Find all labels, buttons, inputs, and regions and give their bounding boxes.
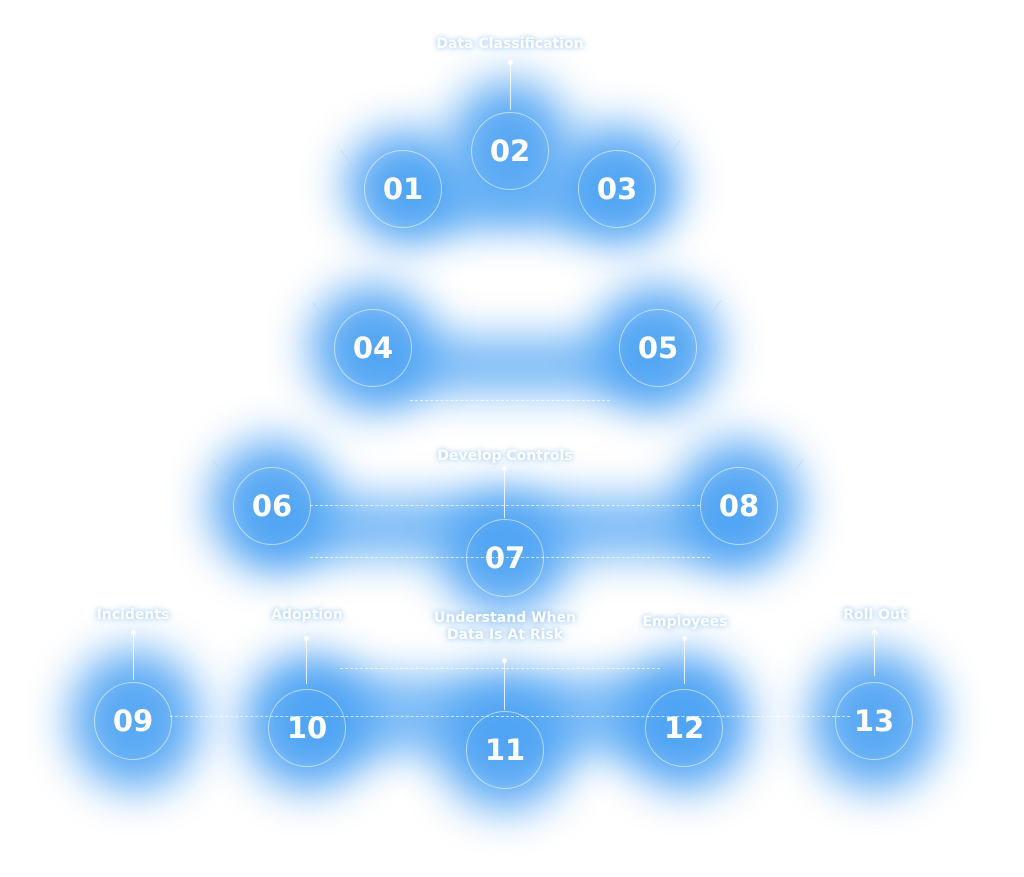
- step-node-02[interactable]: 02: [471, 112, 549, 190]
- step-node-11[interactable]: 11: [466, 711, 544, 789]
- step-node-13[interactable]: 13: [835, 682, 913, 760]
- step-node-10[interactable]: 10: [268, 689, 346, 767]
- label-dot: [131, 630, 136, 635]
- step-label-11: Understand When Data Is At Risk: [434, 610, 576, 643]
- label-dot: [502, 658, 507, 663]
- step-label-13: Roll Out: [843, 607, 907, 623]
- connector-line: [340, 668, 660, 669]
- step-node-08[interactable]: 08: [700, 467, 778, 545]
- label-dot: [304, 636, 309, 641]
- step-node-09[interactable]: 09: [94, 682, 172, 760]
- label-dot: [508, 60, 513, 65]
- label-stem: [504, 468, 505, 518]
- step-label-07: Develop Controls: [437, 448, 573, 464]
- connector-line: [410, 400, 610, 401]
- step-label-10: Adoption: [271, 607, 343, 623]
- step-node-06[interactable]: 06: [233, 467, 311, 545]
- step-node-01[interactable]: 01: [364, 150, 442, 228]
- label-stem: [874, 632, 875, 676]
- step-node-12[interactable]: 12: [645, 689, 723, 767]
- label-dot: [502, 466, 507, 471]
- step-node-04[interactable]: 04: [334, 309, 412, 387]
- label-stem: [306, 638, 307, 684]
- step-node-05[interactable]: 05: [619, 309, 697, 387]
- step-node-07[interactable]: 07: [466, 519, 544, 597]
- label-stem: [684, 638, 685, 684]
- label-dot: [872, 630, 877, 635]
- label-dot: [682, 636, 687, 641]
- label-stem: [133, 632, 134, 680]
- step-label-02: Data Classification: [436, 36, 584, 52]
- connector-line: [310, 505, 700, 506]
- label-stem: [504, 660, 505, 710]
- step-node-03[interactable]: 03: [578, 150, 656, 228]
- step-label-12: Employees: [642, 614, 728, 630]
- step-label-09: Incidents: [96, 607, 170, 623]
- label-stem: [510, 62, 511, 110]
